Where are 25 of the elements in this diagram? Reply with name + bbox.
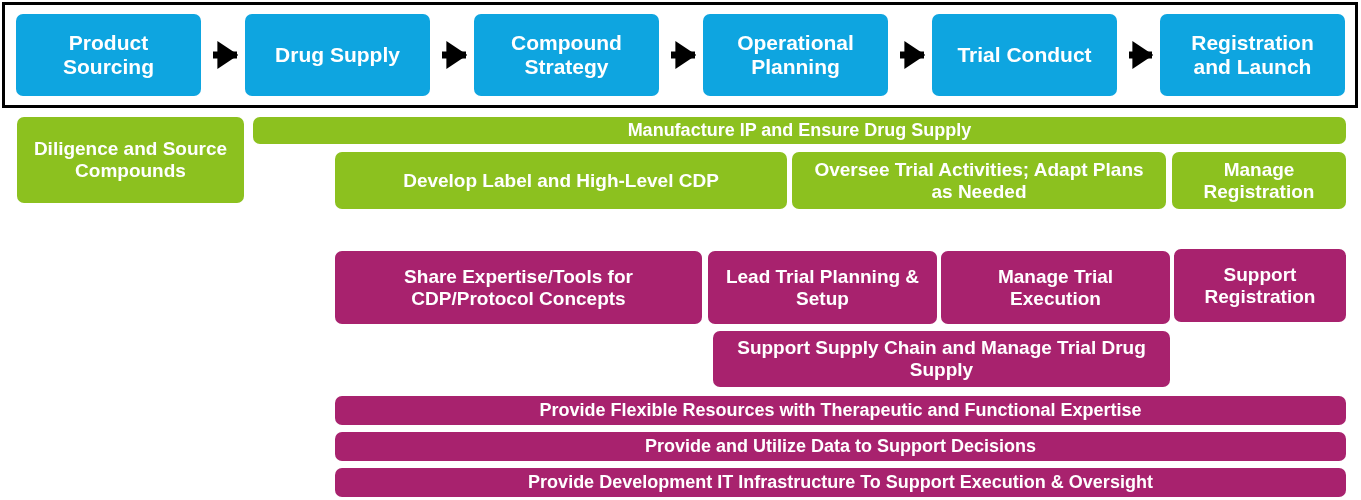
arrow bbox=[671, 41, 697, 69]
activity-box: Manage Trial Execution bbox=[941, 251, 1170, 324]
arrow bbox=[213, 41, 239, 69]
activity-box: Support Registration bbox=[1174, 249, 1346, 322]
frame-box bbox=[2, 2, 1358, 108]
process-box: Operational Planning bbox=[703, 14, 888, 96]
activity-box: Diligence and Source Compounds bbox=[17, 117, 244, 203]
activity-bar: Manufacture IP and Ensure Drug Supply bbox=[253, 117, 1346, 144]
activity-box: Develop Label and High-Level CDP bbox=[335, 152, 787, 209]
activity-bar: Provide and Utilize Data to Support Decisions bbox=[335, 432, 1346, 461]
process-box: Product Sourcing bbox=[16, 14, 201, 96]
activity-box: Share Expertise/Tools for CDP/Protocol Concepts bbox=[335, 251, 702, 324]
activity-bar: Provide Flexible Resources with Therapeutic and Functional Expertise bbox=[335, 396, 1346, 425]
activity-bar: Provide Development IT Infrastructure To Support Execution & Oversight bbox=[335, 468, 1346, 497]
activity-box: Oversee Trial Activities; Adapt Plans as Needed bbox=[792, 152, 1166, 209]
activity-box: Lead Trial Planning & Setup bbox=[708, 251, 937, 324]
process-box: Registration and Launch bbox=[1160, 14, 1345, 96]
process-box: Trial Conduct bbox=[932, 14, 1117, 96]
arrow bbox=[900, 41, 926, 69]
arrow bbox=[442, 41, 468, 69]
activity-box: Manage Registration bbox=[1172, 152, 1346, 209]
process-box: Compound Strategy bbox=[474, 14, 659, 96]
arrow bbox=[1129, 41, 1154, 69]
process-box: Drug Supply bbox=[245, 14, 430, 96]
activity-box: Support Supply Chain and Manage Trial Drug Supply bbox=[713, 331, 1170, 387]
